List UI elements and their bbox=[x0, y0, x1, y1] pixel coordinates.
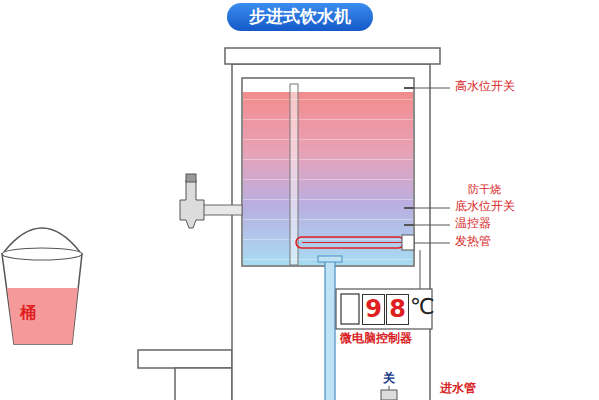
stand-leg bbox=[175, 368, 232, 400]
water bbox=[243, 92, 413, 265]
water-bands bbox=[243, 92, 413, 265]
callout-label: 高水位开关 bbox=[455, 80, 515, 94]
display-digit: 8 bbox=[389, 296, 406, 322]
heating-tube-inner bbox=[302, 242, 404, 243]
housing bbox=[232, 64, 430, 400]
callout-label: 底水位开关 bbox=[455, 200, 515, 214]
lid bbox=[225, 48, 440, 64]
low-level-switch bbox=[404, 207, 414, 209]
faucet-handle bbox=[186, 174, 196, 182]
overflow-pipe bbox=[290, 84, 298, 265]
digit-box: 9 bbox=[362, 294, 385, 325]
pipe-label: 进水管 bbox=[440, 382, 476, 396]
callout-label: 发热管 bbox=[455, 235, 491, 249]
heating-tube bbox=[296, 237, 404, 248]
thermostat bbox=[404, 224, 414, 226]
digit-box: 8 bbox=[386, 294, 409, 325]
title-banner: 步进式饮水机 bbox=[227, 3, 373, 31]
valve-stem bbox=[389, 386, 390, 390]
unit-symbol: ℃ bbox=[410, 294, 435, 319]
faucet bbox=[180, 180, 204, 228]
display-digit: 9 bbox=[365, 296, 382, 322]
callout-label: 温控器 bbox=[455, 217, 491, 231]
controller-label: 微电脑控制器 bbox=[340, 332, 412, 346]
heating-terminal bbox=[402, 235, 414, 250]
valve-label: 关 bbox=[383, 372, 395, 386]
inlet-outlet bbox=[318, 256, 342, 262]
bucket: 桶 bbox=[0, 226, 84, 348]
bucket-label: 桶 bbox=[20, 304, 36, 322]
control-wire bbox=[420, 250, 421, 290]
bucket-outline bbox=[0, 226, 84, 348]
high-level-switch bbox=[404, 87, 414, 89]
stand-shelf bbox=[138, 350, 232, 368]
inlet-pipe bbox=[325, 258, 335, 400]
faucet-pipe bbox=[200, 205, 242, 215]
leader-lines bbox=[414, 88, 450, 243]
valve bbox=[381, 390, 397, 400]
tank bbox=[242, 78, 414, 266]
digit-box bbox=[341, 294, 359, 324]
callout-label: 防干烧 bbox=[468, 184, 501, 197]
